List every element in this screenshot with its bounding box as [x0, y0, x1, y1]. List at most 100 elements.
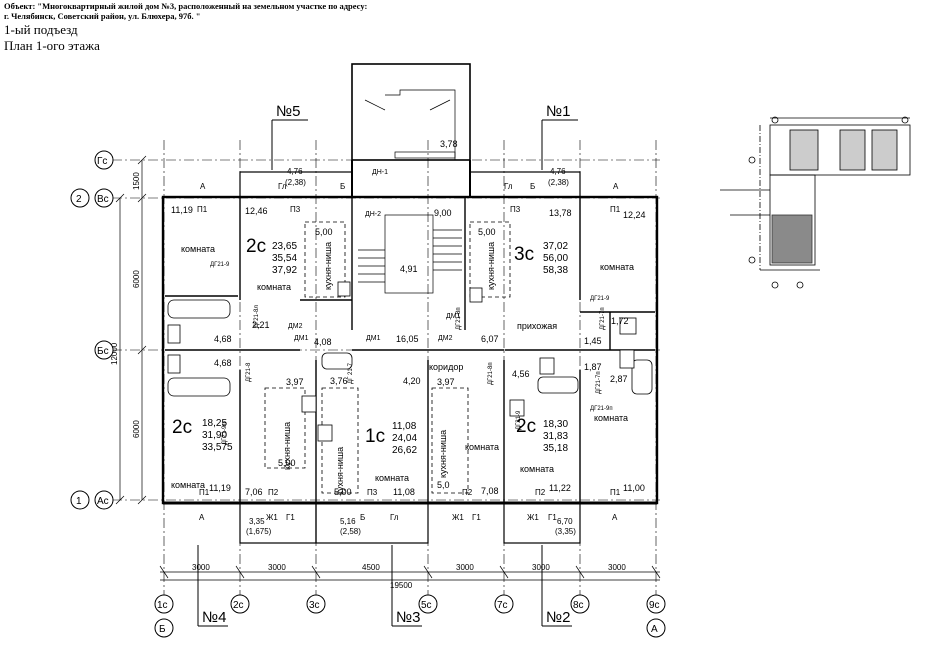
stairs: [358, 89, 462, 294]
area-balc-tl2: (2,38): [285, 178, 306, 187]
code-j1-br: Ж1: [527, 513, 539, 522]
room-name-prihozhaya: прихожая: [517, 321, 557, 331]
code-p2-bc: П2: [462, 488, 473, 497]
apt-area-2c-br-1: 18,30: [543, 419, 568, 430]
area-h1: 4,20: [403, 376, 421, 386]
door-dg9l: ДГ21-9л: [222, 422, 228, 445]
code-p3-bc: П3: [367, 488, 378, 497]
code-p3-tr: П3: [510, 205, 521, 214]
code-dn2: ДН-2: [365, 211, 381, 218]
axis-letter-b: Б: [159, 624, 166, 635]
code-p1-br: П1: [610, 488, 621, 497]
apt-area-1c-2: 24,04: [392, 433, 417, 444]
area-balc-bc: 5,16: [340, 517, 356, 526]
room-name-kuhnya-1: кухня-ниша: [486, 242, 496, 290]
code-b-top-left: Б: [340, 182, 345, 191]
dim-bottom-2: 3000: [268, 563, 286, 572]
area-k3: 3,97: [437, 377, 455, 387]
area-k3b: 5,0: [437, 480, 450, 490]
area-bath-l1: 4,68: [214, 334, 232, 344]
code-dm2-right: ДМ2: [438, 335, 453, 342]
code-g1-br: Г1: [548, 513, 557, 522]
area-wc4: 3,76: [330, 376, 348, 386]
code-a-bottom-left: А: [199, 513, 205, 522]
apartment-1c: 1с 11,08 24,04 26,62: [365, 421, 417, 456]
area-k4b: 5,00: [278, 458, 296, 468]
apartment-3c: 3с 37,02 56,00 58,38: [514, 241, 568, 276]
axis-gc: Гс: [97, 156, 107, 167]
area-k1: 5,00: [334, 487, 352, 497]
apt-area-2c-tl-3: 37,92: [272, 265, 297, 276]
area-br: 11,00: [623, 483, 645, 493]
area-bl: 11,19: [209, 483, 231, 493]
room-name-komnata-bl: комната: [171, 480, 205, 490]
apt-type-3c: 3с: [514, 244, 534, 265]
object-title-line2: г. Челябинск, Советский район, ул. Блюхе…: [4, 10, 201, 21]
room-name-kuhnya-3b: кухня-ниша: [438, 430, 448, 478]
code-dn1: ДН-1: [372, 169, 388, 176]
section-mark-1: №1: [546, 103, 570, 120]
apt-type-2c-bl: 2с: [172, 417, 192, 438]
axis-7c: 7с: [497, 600, 508, 611]
area-top-vest: 3,78: [440, 139, 458, 149]
code-b-top-right: Б: [530, 182, 535, 191]
area-balc-br2: (3,35): [555, 527, 576, 536]
code-dm2-left: ДМ2: [288, 323, 303, 330]
code-j1-bc: Ж1: [452, 513, 464, 522]
area-k4: 3,97: [286, 377, 304, 387]
code-p1-tr: П1: [610, 205, 621, 214]
door-dg9-tl: ДГ21-9: [210, 262, 230, 268]
room-name-komnata-b3: комната: [465, 442, 499, 452]
apartment-2c-bottom-right: 2с 18,30 31,83 35,18: [516, 416, 568, 454]
code-g1-bc: Г1: [472, 513, 481, 522]
apt-type-1c: 1с: [365, 426, 385, 447]
area-tl: 11,19: [171, 205, 193, 215]
code-dm1-center: ДМ1: [366, 335, 381, 342]
area-stair: 4,91: [400, 264, 418, 274]
door-dg9-br: ДГ21-9: [516, 410, 522, 430]
door-dg8n: ДГ21-8п: [488, 362, 494, 385]
door-dg8l: ДГ21-8л: [254, 305, 260, 328]
apt-type-2c-br: 2с: [516, 416, 536, 437]
door-dg9-tr: ДГ21-9: [590, 296, 610, 302]
left-dimension-labels: 1500 6000 12000 6000: [110, 172, 141, 438]
apt-type-2c-tl: 2с: [246, 236, 266, 257]
object-title: Объект: "Многоквартирный жилой дом №3, р…: [4, 1, 367, 21]
code-gl-bottom: Гл: [390, 513, 399, 522]
door-dg8n-top: ДГ21-8п: [456, 307, 462, 330]
apt-area-1c-1: 11,08: [392, 421, 417, 432]
dim-bottom-3: 4500: [362, 563, 380, 572]
area-hall1: 4,08: [314, 337, 332, 347]
apt-area-3c-3: 58,38: [543, 265, 568, 276]
code-p2-bl: П2: [268, 488, 279, 497]
code-p1-bl: П1: [199, 488, 210, 497]
axis-letter-a: А: [651, 624, 658, 635]
row-axis-markers: Гс Вс 2 Бс Ас 1: [70, 150, 114, 510]
axis-8c: 8с: [573, 600, 584, 611]
code-dm1-right: ДМ1: [446, 313, 461, 320]
axis-row-1: 1: [76, 496, 82, 507]
area-kit1: 5,00: [478, 227, 496, 237]
apartment-2c-top-left: 2с 23,65 35,54 37,92: [246, 236, 297, 276]
apt-area-2c-br-2: 31,83: [543, 431, 568, 442]
area-bath-l2: 4,68: [214, 358, 232, 368]
area-balc-bl2: (1,675): [246, 527, 272, 536]
apt-area-2c-bl-1: 18,25: [202, 418, 227, 429]
door-dg7n: ДГ21-7п: [600, 307, 606, 330]
area-tr: 12,24: [623, 210, 646, 220]
code-g1-bl: Г1: [286, 513, 295, 522]
area-bath-r4: 2,87: [610, 374, 628, 384]
section-mark-3: №3: [396, 609, 420, 626]
axis-1c: 1с: [157, 600, 168, 611]
area-balc-br: 6,70: [557, 517, 573, 526]
room-name-komnata-tr: комната: [600, 262, 634, 272]
code-b-bottom: Б: [360, 513, 365, 522]
section-mark-4: №4: [202, 609, 226, 626]
entrance-label: 1-ый подъезд: [4, 22, 78, 37]
axis-5c: 5с: [421, 600, 432, 611]
door-dg7n-2: ДГ21-7п: [596, 371, 602, 394]
area-b8: 11,22: [549, 483, 571, 493]
area-kit5: 5,00: [315, 227, 333, 237]
code-j1-bl: Ж1: [266, 513, 278, 522]
apt-area-2c-tl-1: 23,65: [272, 241, 297, 252]
